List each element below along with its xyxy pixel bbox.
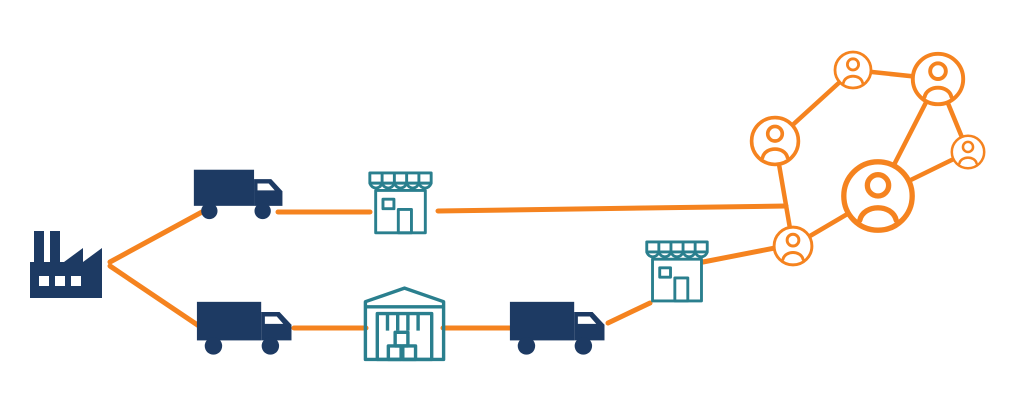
edge-factory-to-truck-direct (107, 209, 205, 265)
store-icon-local (645, 240, 709, 303)
consumer-node-icon (749, 115, 801, 167)
consumer-node-icon (950, 134, 986, 170)
edge-truck-outbound-to-store-local (605, 300, 653, 326)
truck-icon-inbound (196, 301, 292, 355)
warehouse-icon (363, 286, 446, 362)
edge-store-to-consumer-network (435, 203, 789, 214)
truck-icon-direct (193, 169, 283, 220)
edge-factory-to-truck-inbound (107, 263, 205, 331)
factory-window (55, 276, 65, 286)
factory-icon (30, 231, 102, 298)
factory-window (71, 276, 81, 286)
consumer-network (749, 50, 986, 267)
flow-edges (107, 203, 789, 331)
consumer-node-icon (910, 51, 966, 107)
consumer-node-icon (772, 225, 814, 267)
consumer-node-icon (844, 162, 912, 230)
edge-store-local-to-consumer-network (700, 243, 788, 265)
truck-icon-outbound (509, 301, 605, 355)
store-icon-direct (368, 171, 433, 235)
consumer-node-icon (833, 50, 873, 90)
factory-window (39, 276, 49, 286)
